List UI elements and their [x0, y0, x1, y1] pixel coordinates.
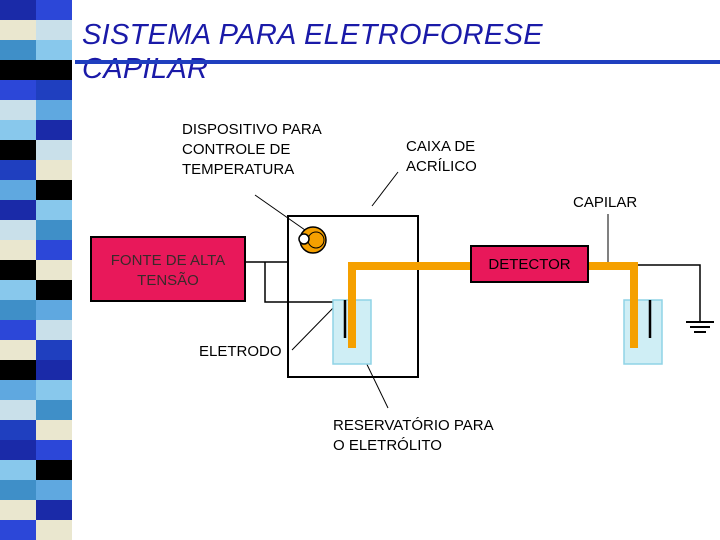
acrylic-box-leader-line [371, 171, 399, 207]
detector-label-text: DETECTOR [488, 256, 571, 273]
slide-title: SISTEMA PARA ELETROFORESE CAPILAR [82, 18, 543, 86]
stripe-block [0, 400, 36, 420]
temperature-device-label-line-1: DISPOSITIVO PARA [182, 121, 322, 138]
stripe-block [36, 100, 72, 120]
stripe-block [36, 500, 72, 520]
stripe-block [36, 40, 72, 60]
stripe-block [0, 360, 36, 380]
reservoir-label-line-2: O ELETRÓLITO [333, 437, 442, 454]
stripe-block [0, 380, 36, 400]
stripe-block [0, 0, 36, 20]
stripe-block [36, 480, 72, 500]
stripe-block [36, 220, 72, 240]
stripe-block [0, 240, 36, 260]
stripe-block [0, 300, 36, 320]
stripe-block [36, 160, 72, 180]
power-supply-label-line-1: FONTE DE ALTA [110, 252, 226, 269]
temperature-control-icon [298, 226, 327, 254]
stripe-block [36, 20, 72, 40]
stripe-block [36, 280, 72, 300]
stripe-block [0, 60, 36, 80]
title-underline [75, 60, 720, 64]
stripe-block [36, 240, 72, 260]
slide-title-line-1: SISTEMA PARA ELETROFORESE [82, 19, 543, 51]
stripe-block [36, 360, 72, 380]
reservoir-label: RESERVATÓRIO PARA O ELETRÓLITO [333, 416, 494, 456]
stripe-block [0, 80, 36, 100]
stripe-block [36, 80, 72, 100]
stripe-block [36, 120, 72, 140]
stripe-block [0, 420, 36, 440]
acrylic-box-label: CAIXA DE ACRÍLICO [406, 137, 477, 177]
stripe-block [36, 60, 72, 80]
stripe-block [36, 260, 72, 280]
temperature-device-leader-line [254, 194, 306, 231]
electrode-leader-line [291, 304, 337, 351]
stripe-block [0, 180, 36, 200]
stripe-block [0, 20, 36, 40]
stripe-block [36, 520, 72, 540]
acrylic-box-label-line-1: CAIXA DE [406, 138, 476, 155]
capillary-label-text: CAPILAR [573, 194, 638, 211]
stripe-block [36, 180, 72, 200]
slide-title-line-2: CAPILAR [82, 53, 209, 85]
temperature-device-label-line-2: CONTROLE DE [182, 141, 291, 158]
detector-label: DETECTOR [471, 255, 588, 275]
stripe-block [0, 340, 36, 360]
stripe-block [0, 140, 36, 160]
high-voltage-supply [90, 236, 246, 302]
stripe-block [0, 280, 36, 300]
stripe-block [36, 0, 72, 20]
stripe-block [0, 500, 36, 520]
stripe-block [36, 380, 72, 400]
reservoir-outlet [623, 299, 663, 365]
stripe-block [36, 300, 72, 320]
acrylic-box-label-line-2: ACRÍLICO [406, 158, 477, 175]
stripe-block [36, 420, 72, 440]
acrylic-box [287, 215, 419, 378]
ground-symbol-icon [686, 321, 714, 333]
stripe-block [0, 440, 36, 460]
stripe-block [0, 200, 36, 220]
detector-box [470, 245, 589, 283]
stripe-block [0, 40, 36, 60]
stripe-block [0, 460, 36, 480]
stripe-block [0, 520, 36, 540]
electrode-label-text: ELETRODO [199, 343, 282, 360]
stripe-block [36, 200, 72, 220]
stripe-block [0, 220, 36, 240]
temperature-device-label-line-3: TEMPERATURA [182, 161, 295, 178]
stripe-block [0, 100, 36, 120]
stripe-block [36, 340, 72, 360]
power-supply-label: FONTE DE ALTA TENSÃO [91, 251, 245, 291]
stripe-block [36, 400, 72, 420]
stripe-block [36, 140, 72, 160]
reservoir-label-line-1: RESERVATÓRIO PARA [333, 417, 494, 434]
stripe-block [36, 440, 72, 460]
stripe-block [0, 260, 36, 280]
temperature-device-label: DISPOSITIVO PARA CONTROLE DE TEMPERATURA [182, 120, 322, 180]
capillary-label: CAPILAR [573, 193, 637, 213]
stripe-block [0, 320, 36, 340]
electrode-label: ELETRODO [199, 342, 282, 362]
stripe-block [0, 120, 36, 140]
power-supply-label-line-2: TENSÃO [137, 272, 199, 289]
decorative-stripe [0, 0, 72, 540]
stripe-block [0, 160, 36, 180]
stripe-block [0, 480, 36, 500]
stripe-block [36, 320, 72, 340]
stripe-block [36, 460, 72, 480]
